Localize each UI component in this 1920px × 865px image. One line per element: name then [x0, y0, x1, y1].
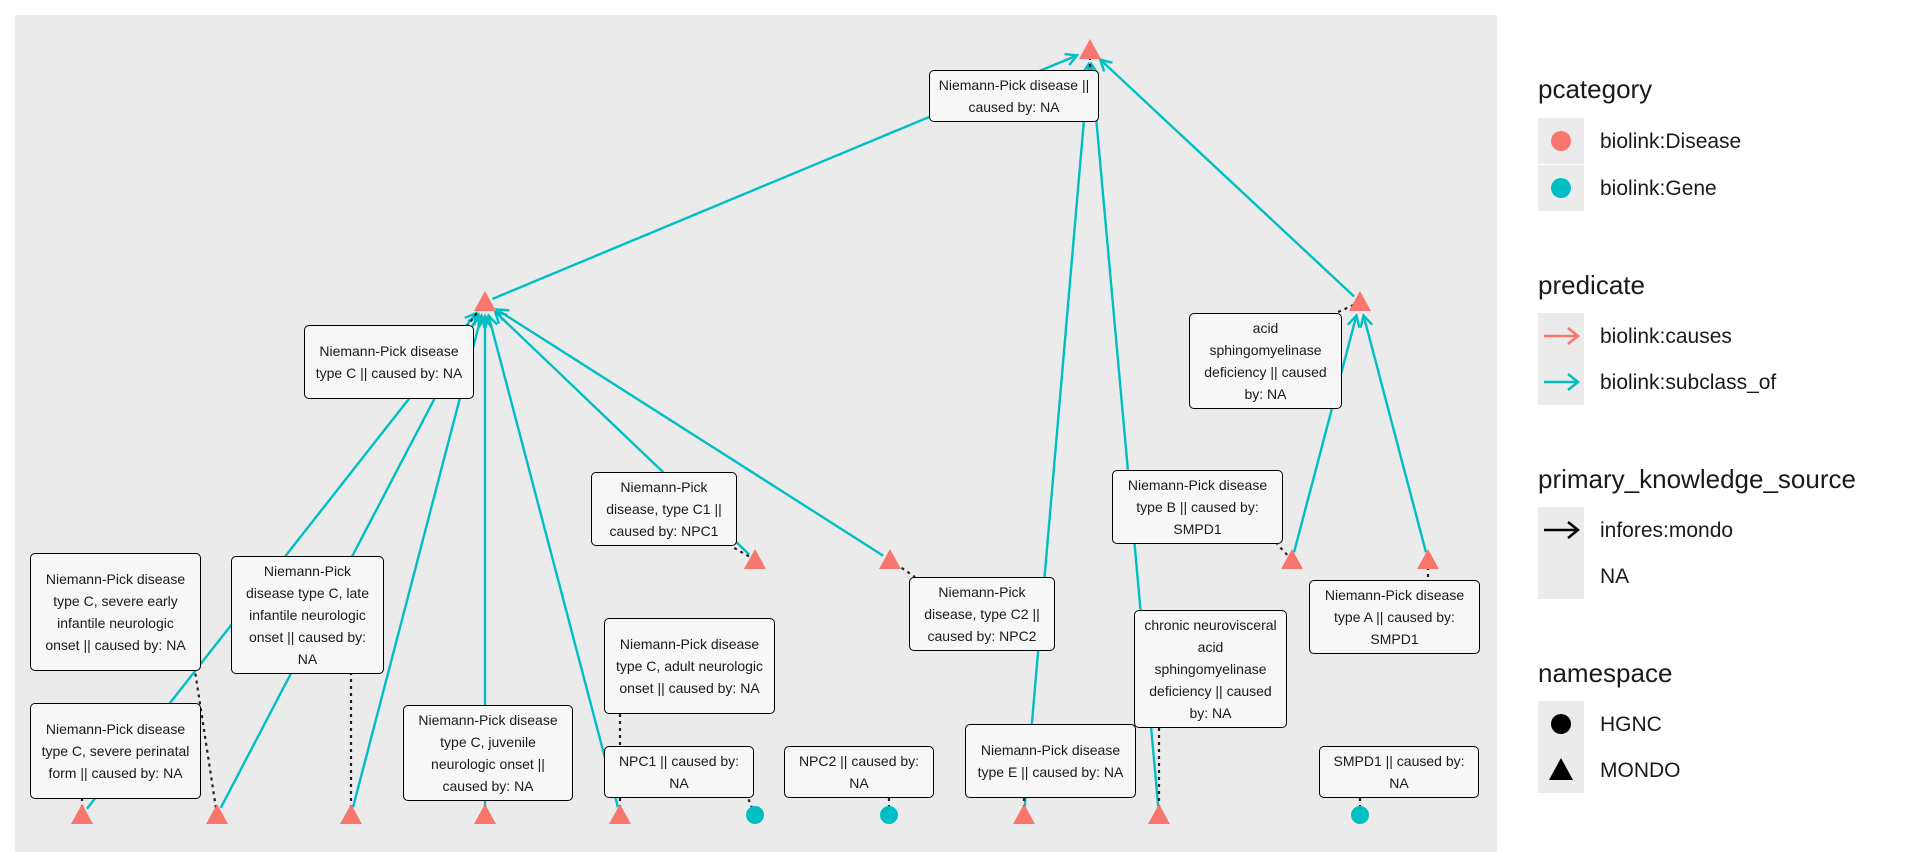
- network-graph: [71, 39, 1439, 824]
- disease-node-cnasmd: [1148, 804, 1170, 824]
- legend-key-mondo: [1538, 747, 1584, 793]
- disease-node-npc_juvenile: [474, 804, 496, 824]
- node-label-npc_adult: Niemann-Pick disease type C, adult neuro…: [604, 618, 775, 714]
- node-label-npc_early: Niemann-Pick disease type C, severe earl…: [30, 553, 201, 671]
- legend-label-gene: biolink:Gene: [1600, 177, 1717, 200]
- disease-node-npb: [1281, 549, 1303, 569]
- disease-node-npc_adult: [609, 804, 631, 824]
- node-label-gene_npc1: NPC1 || caused by: NA: [604, 746, 754, 798]
- node-label-npa: Niemann-Pick disease type A || caused by…: [1309, 580, 1480, 654]
- legend-key-disease: [1538, 118, 1584, 164]
- node-label-gene_npc2: NPC2 || caused by: NA: [784, 746, 934, 798]
- legend-title-predicate: predicate: [1538, 270, 1645, 300]
- node-label-asmd: acid sphingomyelinase deficiency || caus…: [1189, 313, 1342, 409]
- legend-key-subclass-of: [1538, 359, 1584, 405]
- legend-title-namespace: namespace: [1538, 658, 1673, 688]
- disease-node-root: [1079, 39, 1101, 59]
- legend-label-mondo-source: infores:mondo: [1600, 519, 1734, 542]
- node-label-gene_smpd1: SMPD1 || caused by: NA: [1319, 746, 1479, 798]
- disease-node-npa: [1417, 549, 1439, 569]
- legend-label-mondo: MONDO: [1600, 759, 1681, 782]
- arrow-icon: [1544, 521, 1581, 539]
- triangle-icon: [1549, 758, 1573, 780]
- edge-npb-to-asmd: [1292, 313, 1361, 553]
- legend-key-hgnc: [1538, 701, 1584, 747]
- disease-node-npc_late: [340, 804, 362, 824]
- leader-npc_early: [193, 670, 219, 816]
- node-label-npc_juvenile: Niemann-Pick disease type C, juvenile ne…: [403, 705, 573, 801]
- node-label-npc2d: Niemann-Pick disease, type C2 || caused …: [909, 577, 1055, 651]
- legend-key-mondo-source: [1538, 507, 1584, 553]
- disease-node-npc_early: [206, 804, 228, 824]
- node-label-npc_perinatal: Niemann-Pick disease type C, severe peri…: [30, 703, 201, 799]
- leader-npc1d: [730, 545, 756, 561]
- legend-key-causes: [1538, 313, 1584, 359]
- node-label-npb: Niemann-Pick disease type B || caused by…: [1112, 470, 1283, 544]
- gene-node-gene_npc2: [880, 806, 898, 824]
- node-label-root: Niemann-Pick disease || caused by: NA: [929, 70, 1099, 122]
- leader-npc: [467, 301, 486, 326]
- circle-icon: [1551, 714, 1571, 734]
- disease-node-asmd: [1349, 291, 1371, 311]
- legend-title-primary-knowledge-source: primary_knowledge_source: [1538, 464, 1856, 494]
- edge-npe-to-root: [1023, 61, 1095, 808]
- legend-title-pcategory: pcategory: [1538, 74, 1653, 104]
- legend-label-na-source: NA: [1600, 565, 1630, 588]
- edge-asmd-to-root: [1098, 57, 1355, 298]
- legend-label-causes: biolink:causes: [1600, 325, 1732, 348]
- leader-gene_npc1: [746, 797, 757, 816]
- node-label-npe: Niemann-Pick disease type E || caused by…: [965, 724, 1136, 798]
- legend-key-gene: [1538, 165, 1584, 211]
- edge-npc2d-to-npc: [494, 308, 884, 557]
- edge-npc_adult-to-npc: [484, 313, 620, 808]
- node-label-cnasmd: chronic neurovisceral acid sphingomyelin…: [1134, 610, 1287, 728]
- edge-npa-to-asmd: [1359, 313, 1428, 553]
- legend-label-disease: biolink:Disease: [1600, 130, 1742, 153]
- leader-npc2d: [889, 559, 916, 578]
- legend-label-subclass-of: biolink:subclass_of: [1600, 371, 1777, 394]
- legend-label-hgnc: HGNC: [1600, 713, 1662, 736]
- disease-node-npe: [1013, 804, 1035, 824]
- node-label-npc: Niemann-Pick disease type C || caused by…: [304, 325, 474, 399]
- disease-node-npc2d: [879, 549, 901, 569]
- gene-node-gene_npc1: [746, 806, 764, 824]
- gene-node-gene_smpd1: [1351, 806, 1369, 824]
- disease-node-npc_perinatal: [71, 804, 93, 824]
- disease-node-npc: [474, 291, 496, 311]
- disease-node-npc1d: [744, 549, 766, 569]
- node-label-npc1d: Niemann-Pick disease, type C1 || caused …: [591, 472, 737, 546]
- node-label-npc_late: Niemann-Pick disease type C, late infant…: [231, 556, 384, 674]
- leader-asmd: [1335, 301, 1361, 314]
- legend-key-na-source: [1538, 553, 1584, 599]
